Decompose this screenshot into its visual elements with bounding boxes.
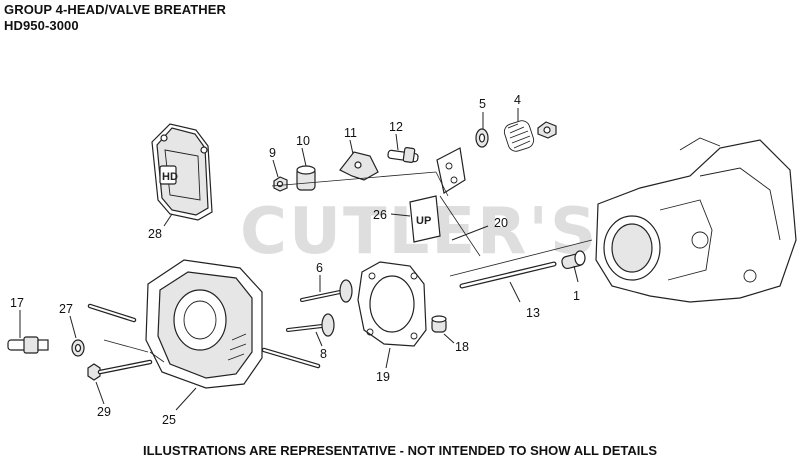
part-valve-cover[interactable]: HD	[151, 123, 213, 221]
cover-badge-text: HD	[162, 171, 178, 183]
part-head-bolt[interactable]	[87, 359, 153, 381]
callout-10: 10	[296, 134, 310, 148]
part-adjuster[interactable]	[296, 165, 316, 191]
callout-8: 8	[320, 347, 327, 361]
part-washer[interactable]	[71, 339, 85, 357]
part-push-rod[interactable]	[459, 261, 557, 289]
callout-1: 1	[573, 289, 580, 303]
callout-17: 17	[10, 296, 24, 310]
part-guide-plate[interactable]	[436, 147, 466, 194]
part-head-gasket[interactable]	[357, 261, 427, 347]
part-stud-upper[interactable]	[87, 303, 137, 323]
callout-13: 13	[526, 306, 540, 320]
callout-labels: 1 4 5 6 8 9 10 11 12 13 17 18 19 20 25 2…	[10, 93, 580, 427]
part-valve-cap[interactable]	[537, 121, 557, 139]
callout-19: 19	[376, 370, 390, 384]
callout-9: 9	[269, 146, 276, 160]
callout-25: 25	[162, 413, 176, 427]
gasket-badge-text: UP	[416, 215, 431, 227]
callout-26: 26	[373, 208, 387, 222]
part-dowel-pin[interactable]	[431, 315, 447, 333]
model-number: HD950-3000	[4, 18, 79, 33]
part-exhaust-valve[interactable]	[286, 313, 335, 337]
part-rocker-stud[interactable]	[387, 147, 419, 163]
part-spark-plug[interactable]	[7, 336, 49, 354]
leader-lines	[19, 108, 579, 411]
part-crankcase[interactable]	[595, 137, 797, 303]
callout-4: 4	[514, 93, 521, 107]
part-breather-gasket[interactable]: UP	[409, 195, 441, 243]
callout-27: 27	[59, 302, 73, 316]
callout-6: 6	[316, 261, 323, 275]
diagram-title: GROUP 4-HEAD/VALVE BREATHER	[4, 2, 227, 17]
callout-12: 12	[389, 120, 403, 134]
part-spring-retainer[interactable]	[475, 128, 489, 148]
part-intake-valve[interactable]	[300, 279, 353, 303]
part-cylinder-head[interactable]	[145, 259, 263, 389]
alignment-lines	[103, 171, 593, 363]
part-stud-lower[interactable]	[261, 347, 321, 369]
part-rocker-arm[interactable]	[339, 151, 379, 181]
callout-18: 18	[455, 340, 469, 354]
callout-20: 20	[494, 216, 508, 230]
part-nut[interactable]	[273, 176, 288, 192]
callout-29: 29	[97, 405, 111, 419]
part-valve-spring[interactable]	[502, 119, 535, 154]
disclaimer-footer: ILLUSTRATIONS ARE REPRESENTATIVE - NOT I…	[143, 443, 657, 458]
callout-11: 11	[344, 126, 357, 140]
part-tappet[interactable]	[561, 250, 586, 270]
callout-5: 5	[479, 97, 486, 111]
callout-28: 28	[148, 227, 162, 241]
